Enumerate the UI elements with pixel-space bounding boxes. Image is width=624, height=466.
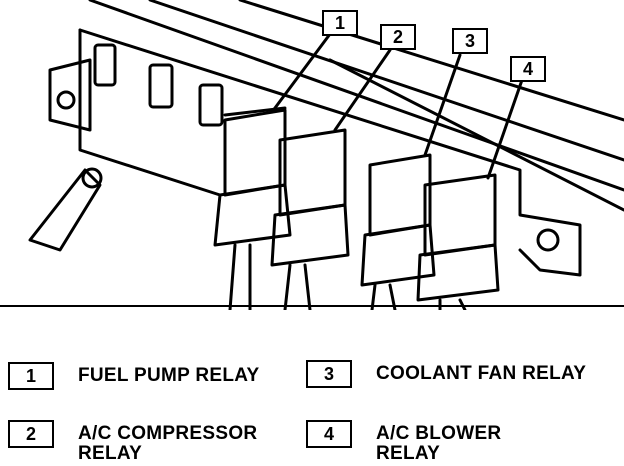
relay-illustration [0, 0, 624, 312]
callout-1: 1 [322, 10, 358, 36]
wire [303, 263, 312, 312]
bracket-flange [48, 58, 92, 132]
legend-label: COOLANT FAN RELAY [376, 364, 586, 384]
support-arm [28, 168, 102, 252]
legend-label-line: RELAY [376, 443, 441, 464]
legend-number: 2 [8, 420, 54, 448]
legend-item-4: 4 A/C BLOWER RELAY [306, 420, 501, 464]
legend-item-2: 2 A/C COMPRESSOR RELAY [8, 420, 257, 464]
legend-item-3: 3 COOLANT FAN RELAY [306, 360, 586, 388]
bracket-slot [198, 83, 224, 127]
bracket-slot [93, 43, 117, 87]
legend-label: A/C BLOWER RELAY [376, 424, 501, 464]
legend-item-1: 1 FUEL PUMP RELAY [8, 362, 260, 390]
legend-label: A/C COMPRESSOR RELAY [78, 424, 257, 464]
callout-3: 3 [452, 28, 488, 54]
bolt [56, 90, 76, 110]
legend: 1 FUEL PUMP RELAY 3 COOLANT FAN RELAY 2 … [0, 318, 624, 466]
leader-line-3 [423, 53, 462, 157]
harness-line [88, 0, 624, 192]
relay-2 [270, 128, 350, 267]
harness-line [328, 58, 624, 212]
callout-4: 4 [510, 56, 546, 82]
mounting-bracket [78, 28, 222, 197]
leader-line-2 [333, 48, 392, 132]
legend-label-line: RELAY [78, 443, 143, 464]
callout-2: 2 [380, 24, 416, 50]
harness-line [238, 0, 624, 122]
relay-4 [416, 173, 500, 302]
wire [283, 263, 292, 312]
bolt [81, 167, 103, 189]
wire [228, 243, 237, 312]
legend-number: 3 [306, 360, 352, 388]
leader-line-1 [270, 32, 332, 114]
legend-label-line: COOLANT FAN RELAY [376, 363, 587, 384]
legend-label-line: A/C BLOWER [376, 423, 502, 444]
legend-number: 4 [306, 420, 352, 448]
relay-diagram: 1 2 3 4 [0, 0, 624, 312]
legend-number: 1 [8, 362, 54, 390]
relay-3 [360, 153, 436, 287]
legend-label-line: A/C COMPRESSOR [78, 423, 258, 444]
bracket-slot [148, 63, 174, 109]
legend-label: FUEL PUMP RELAY [78, 366, 260, 386]
leader-line-4 [486, 78, 524, 180]
harness-line [148, 0, 624, 162]
bolt [536, 228, 560, 252]
mounting-bracket [78, 28, 582, 277]
legend-label-line: FUEL PUMP RELAY [78, 365, 260, 386]
